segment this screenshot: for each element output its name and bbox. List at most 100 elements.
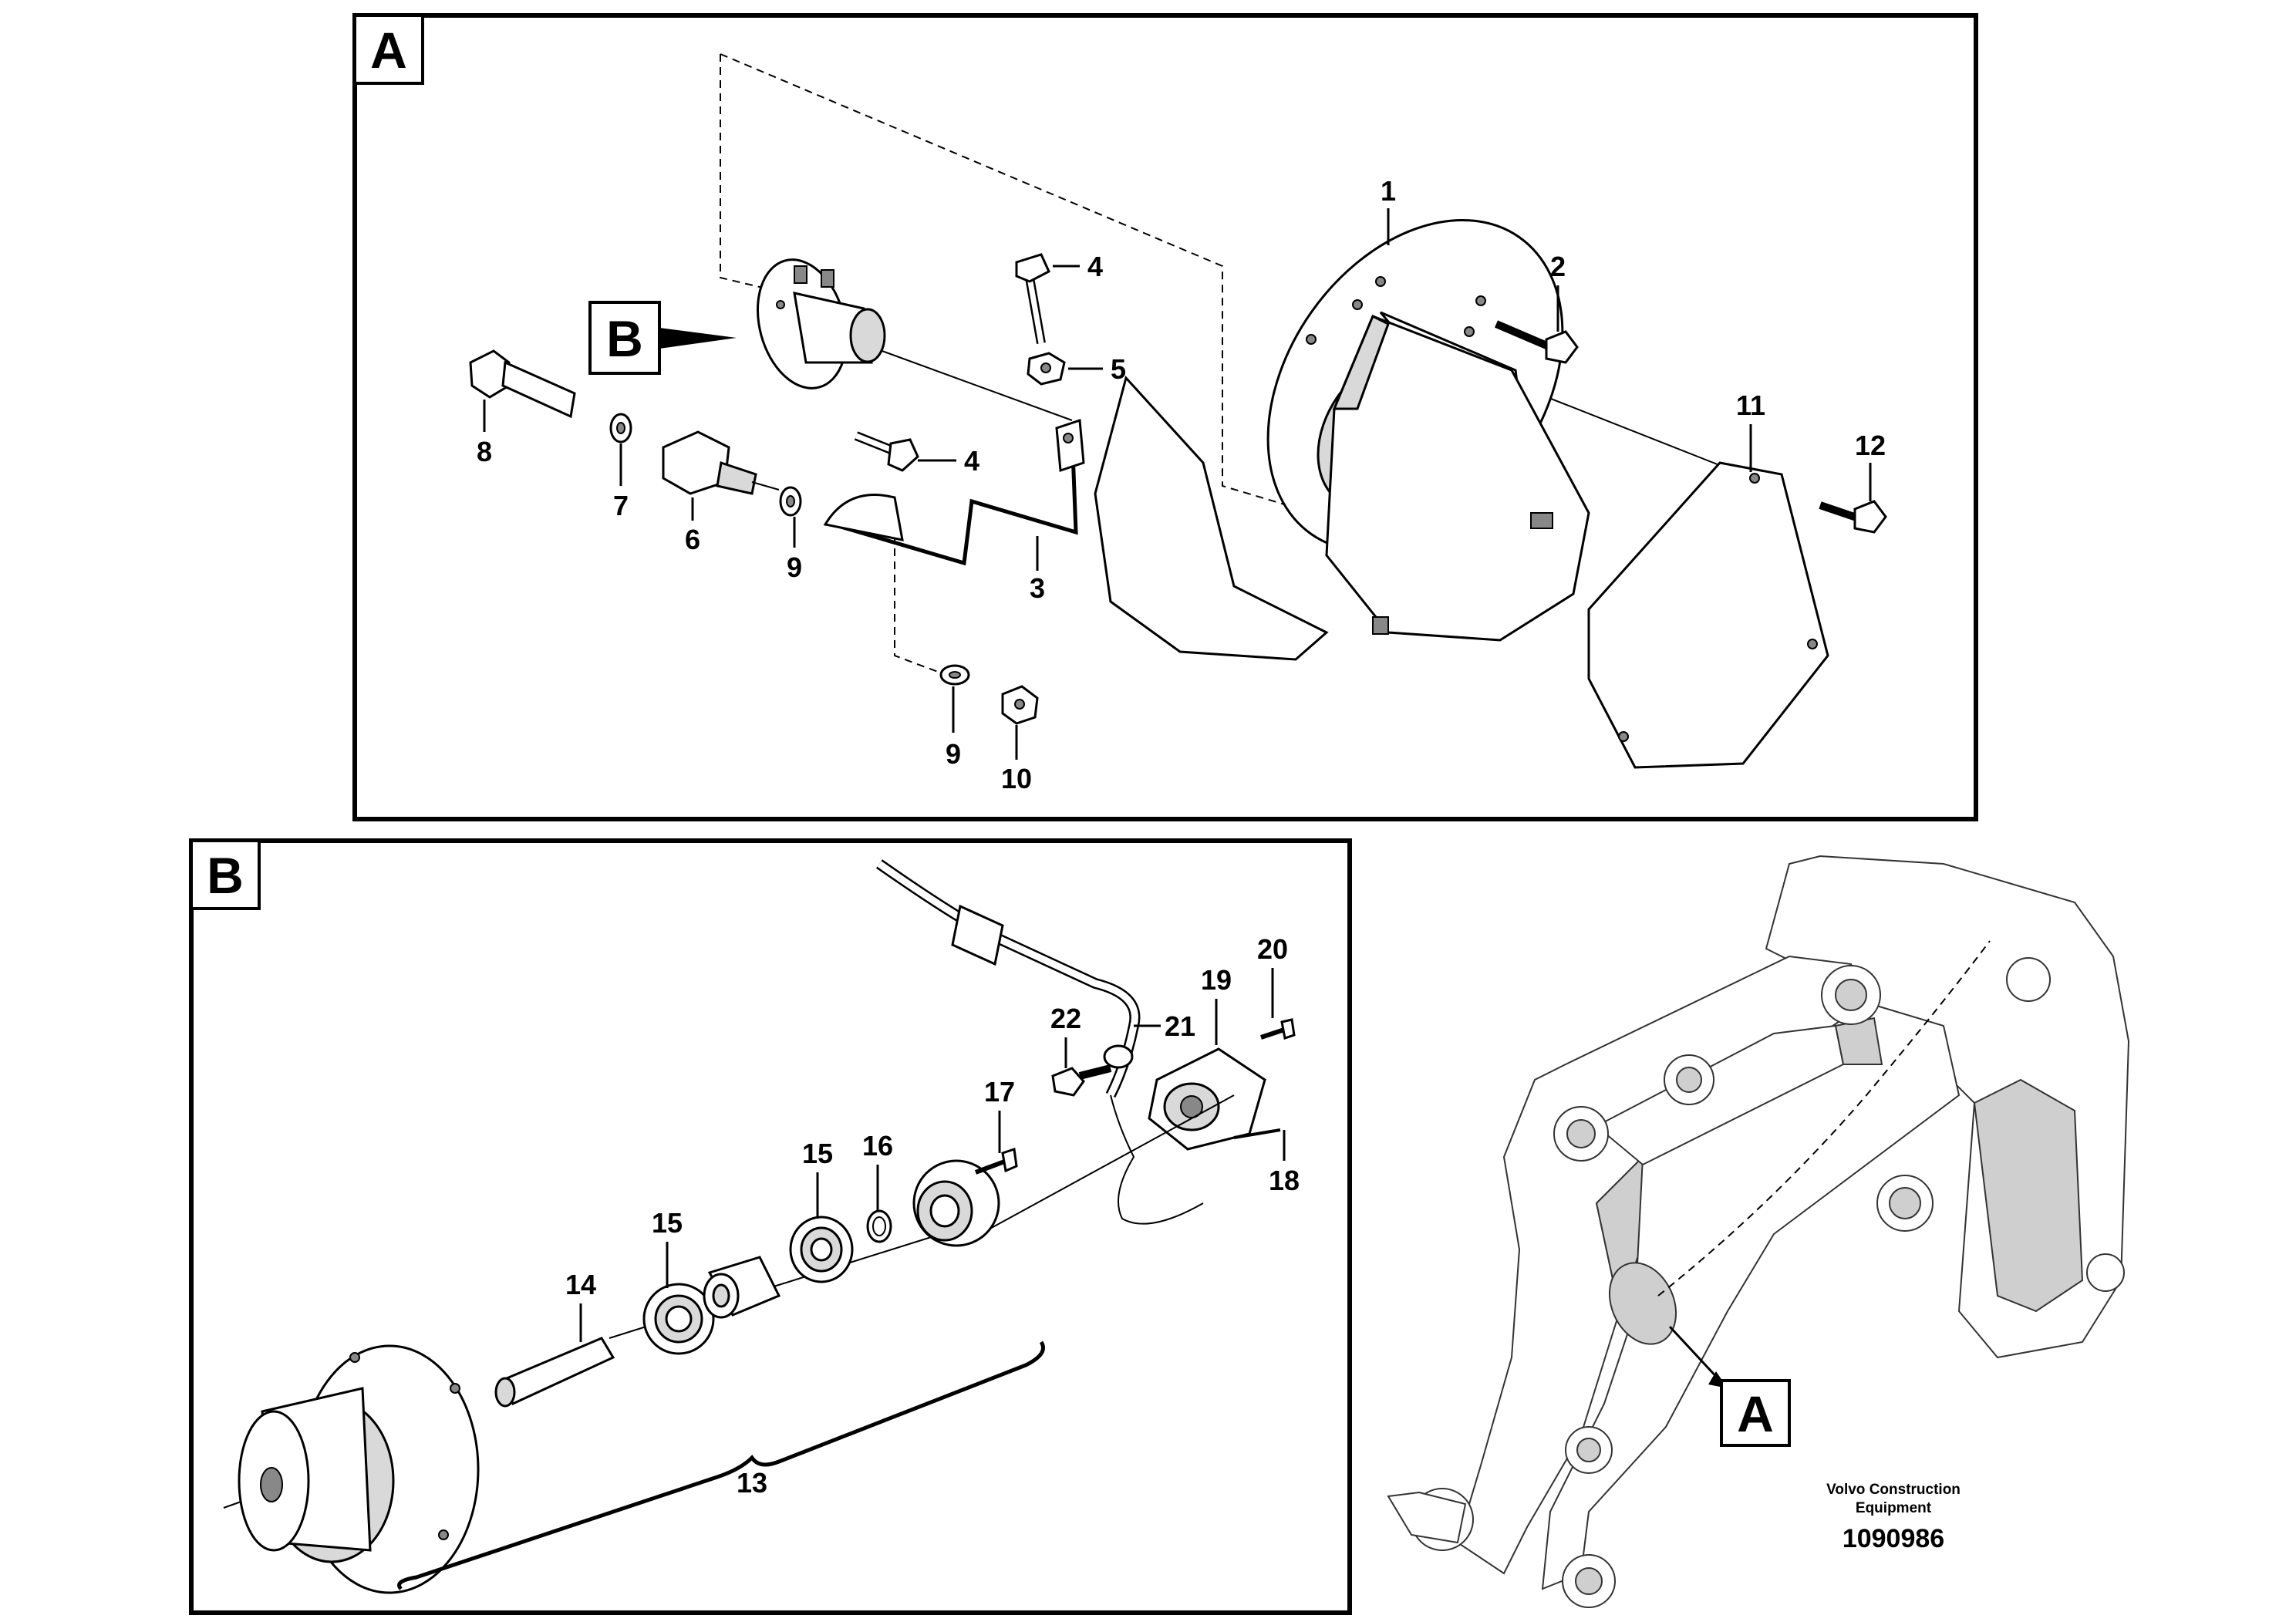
svg-text:2: 2 bbox=[1550, 251, 1566, 282]
view-a-tag: A bbox=[353, 14, 424, 85]
axis-line-b bbox=[986, 1094, 1235, 1231]
bearing-part-15-right bbox=[789, 1216, 854, 1283]
overview-tag: A bbox=[1720, 1379, 1791, 1447]
machine-overview: A bbox=[1387, 855, 2130, 1608]
svg-text:5: 5 bbox=[1111, 353, 1126, 385]
callout-10: 10 bbox=[1001, 725, 1032, 794]
bracket-part-3 bbox=[823, 418, 1085, 566]
guard-housing-part-1 bbox=[1094, 218, 1590, 661]
washer-part-9-lower bbox=[939, 664, 970, 686]
callout-8: 8 bbox=[477, 400, 492, 467]
footer: Volvo Construction Equipment 1090986 bbox=[1826, 1482, 1961, 1553]
circlip-part-16 bbox=[866, 1209, 892, 1243]
callout-15-left: 15 bbox=[652, 1207, 683, 1288]
callout-1: 1 bbox=[1381, 175, 1396, 245]
svg-text:21: 21 bbox=[1165, 1010, 1195, 1042]
svg-text:17: 17 bbox=[984, 1076, 1015, 1108]
bolt-part-4-lower bbox=[854, 431, 919, 472]
document-number: 1090986 bbox=[1843, 1524, 1944, 1553]
sensor-cable bbox=[875, 859, 1204, 1225]
svg-text:6: 6 bbox=[685, 524, 700, 555]
bolt-part-4-upper bbox=[1015, 253, 1050, 345]
hub-part-13 bbox=[238, 1344, 480, 1594]
callout-3: 3 bbox=[1030, 536, 1045, 604]
svg-text:19: 19 bbox=[1201, 964, 1232, 996]
callout-20: 20 bbox=[1257, 933, 1288, 1018]
bolt-part-22 bbox=[1051, 1064, 1112, 1097]
callout-21: 21 bbox=[1134, 1010, 1195, 1042]
detail-b-reference: B bbox=[588, 301, 737, 375]
washer-part-9-upper bbox=[779, 486, 802, 517]
callout-22: 22 bbox=[1050, 1003, 1081, 1068]
callout-9-lower: 9 bbox=[946, 686, 961, 770]
svg-text:15: 15 bbox=[652, 1207, 683, 1239]
pin-part-18 bbox=[1233, 1128, 1281, 1139]
callout-7: 7 bbox=[613, 443, 629, 521]
overview-tag-label: A bbox=[1737, 1385, 1774, 1442]
assembly-line-3 bbox=[894, 509, 957, 679]
detail-b-reference-label: B bbox=[606, 310, 643, 367]
spacer-part bbox=[703, 1256, 781, 1319]
bearing-housing bbox=[912, 1159, 1000, 1247]
nut-part-5 bbox=[1027, 352, 1066, 386]
callout-18: 18 bbox=[1269, 1130, 1300, 1196]
callout-5: 5 bbox=[1068, 353, 1126, 385]
screw-part-20 bbox=[1260, 1018, 1296, 1040]
svg-text:9: 9 bbox=[787, 551, 802, 583]
svg-text:20: 20 bbox=[1257, 933, 1288, 965]
callout-11: 11 bbox=[1736, 389, 1765, 472]
callout-13: 13 bbox=[737, 1467, 767, 1499]
callout-6: 6 bbox=[685, 497, 700, 555]
callout-9-upper: 9 bbox=[787, 517, 802, 583]
svg-text:9: 9 bbox=[946, 738, 961, 770]
svg-text:8: 8 bbox=[477, 436, 492, 467]
bolt-part-12 bbox=[1819, 500, 1887, 534]
callout-19: 19 bbox=[1201, 964, 1232, 1045]
axis-line-1 bbox=[871, 346, 1073, 421]
clip-part-21 bbox=[1103, 1044, 1134, 1069]
sensor-hub-assembly bbox=[756, 258, 886, 389]
svg-text:14: 14 bbox=[565, 1269, 596, 1300]
view-b-tag: B bbox=[190, 839, 261, 910]
callout-12: 12 bbox=[1855, 430, 1886, 501]
svg-text:7: 7 bbox=[613, 490, 629, 521]
arrow-pointer-icon bbox=[659, 328, 737, 349]
bearing-part-15-left bbox=[642, 1283, 715, 1355]
svg-text:22: 22 bbox=[1050, 1003, 1081, 1034]
svg-text:3: 3 bbox=[1030, 572, 1045, 604]
svg-text:16: 16 bbox=[862, 1130, 893, 1162]
view-a-panel: A bbox=[352, 13, 1978, 821]
bolt-part-8 bbox=[469, 349, 576, 419]
nut-part-10 bbox=[1001, 685, 1039, 725]
view-a-tag-label: A bbox=[370, 22, 407, 79]
bolt-part-2 bbox=[1495, 320, 1579, 364]
shaft-part-14 bbox=[494, 1337, 615, 1408]
washer-part-7 bbox=[609, 413, 632, 443]
view-b-panel: B bbox=[189, 838, 1352, 1615]
callout-14: 14 bbox=[565, 1269, 596, 1342]
svg-text:10: 10 bbox=[1001, 763, 1032, 794]
callout-15-right: 15 bbox=[802, 1138, 833, 1219]
svg-text:13: 13 bbox=[737, 1467, 767, 1499]
assembly-line-1 bbox=[720, 54, 780, 292]
svg-text:15: 15 bbox=[802, 1138, 833, 1169]
svg-text:12: 12 bbox=[1855, 430, 1886, 461]
callout-4-lower: 4 bbox=[918, 445, 979, 477]
svg-text:4: 4 bbox=[1087, 251, 1103, 282]
cover-plate-part-11 bbox=[1587, 461, 1829, 769]
screw-part-17 bbox=[974, 1148, 1018, 1175]
sensor-part-6 bbox=[662, 430, 780, 495]
view-b-tag-label: B bbox=[207, 847, 244, 904]
group-brace-13 bbox=[397, 1340, 1045, 1590]
svg-text:1: 1 bbox=[1381, 175, 1396, 207]
brand-line-2: Equipment bbox=[1856, 1500, 1932, 1516]
callout-2: 2 bbox=[1550, 251, 1566, 332]
overview-pointer bbox=[1668, 1325, 1721, 1382]
callout-16: 16 bbox=[862, 1130, 893, 1211]
cable-route bbox=[1657, 940, 1991, 1297]
callout-4-upper: 4 bbox=[1053, 251, 1103, 282]
svg-text:11: 11 bbox=[1736, 389, 1765, 421]
callout-17: 17 bbox=[984, 1076, 1015, 1153]
brand-line-1: Volvo Construction bbox=[1826, 1482, 1961, 1498]
